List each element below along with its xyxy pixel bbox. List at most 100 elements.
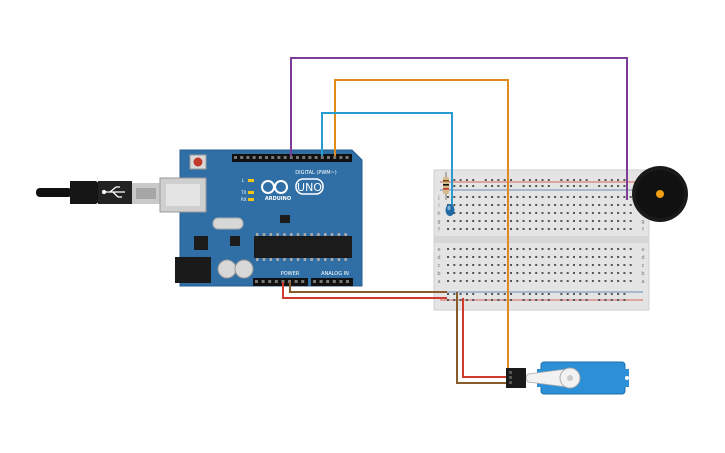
breadboard-hole [510, 179, 512, 181]
breadboard-hole [541, 196, 544, 198]
breadboard-hole [560, 264, 563, 266]
wire-purple[interactable] [290, 57, 628, 200]
breadboard-hole [447, 280, 449, 282]
breadboard-hole [453, 185, 456, 187]
breadboard-hole [547, 204, 550, 206]
arduino-uno-board[interactable]: UNO ARDUINO DIGITAL (PWM~) TX RX L POWER… [159, 149, 363, 287]
breadboard-hole [472, 293, 475, 295]
breadboard-hole [453, 272, 456, 274]
breadboard-hole [547, 272, 550, 274]
wire-red-servo[interactable] [462, 298, 508, 378]
breadboard-hole [516, 256, 519, 258]
breadboard-hole [459, 299, 462, 301]
breadboard-hole [447, 228, 449, 230]
header-pin [277, 156, 281, 159]
rx-label: RX [241, 197, 247, 202]
breadboard-hole [566, 179, 569, 181]
breadboard-hole [585, 228, 588, 230]
reset-button[interactable] [193, 157, 203, 167]
breadboard-hole [497, 264, 500, 266]
breadboard-hole [522, 280, 525, 282]
breadboard-hole [453, 293, 456, 295]
piezo-buzzer[interactable] [632, 166, 688, 222]
breadboard-hole [591, 212, 594, 214]
header-pin [326, 280, 330, 283]
breadboard-hole [447, 272, 449, 274]
breadboard-hole [465, 280, 468, 282]
servo-motor[interactable] [506, 361, 629, 395]
breadboard-hole [604, 256, 607, 258]
breadboard-hole [459, 293, 462, 295]
breadboard-hole [528, 196, 531, 198]
breadboard-hole [510, 248, 512, 250]
led[interactable] [445, 204, 455, 216]
breadboard-row-letter: d [437, 255, 440, 261]
header-pin [339, 156, 343, 159]
breadboard-hole [465, 256, 468, 258]
wire-blue[interactable] [321, 112, 453, 205]
breadboard-hole [573, 212, 575, 214]
breadboard-row-letter: c [438, 263, 441, 269]
breadboard-hole [528, 272, 531, 274]
chip-leg [324, 233, 327, 236]
breadboard-hole [491, 212, 494, 214]
breadboard-hole [573, 185, 575, 187]
breadboard-hole [623, 179, 626, 181]
breadboard-hole [579, 196, 582, 198]
chip-leg [317, 258, 320, 261]
breadboard-hole [617, 280, 620, 282]
breadboard-hole [472, 228, 475, 230]
breadboard-hole [573, 272, 575, 274]
header-pin [301, 280, 305, 283]
breadboard-hole [528, 280, 531, 282]
breadboard-hole [453, 228, 456, 230]
wire-brown-servo[interactable] [456, 292, 508, 384]
breadboard-hole [510, 264, 512, 266]
breadboard-hole [484, 293, 487, 295]
breadboard-hole [560, 212, 563, 214]
breadboard-hole [472, 204, 475, 206]
breadboard-hole [554, 196, 557, 198]
header-pin [308, 156, 312, 159]
breadboard-hole [465, 204, 468, 206]
breadboard-hole [478, 204, 481, 206]
wire-orange[interactable] [334, 79, 509, 372]
chip-leg [330, 258, 334, 261]
wire-brown-gnd[interactable] [289, 282, 447, 293]
breadboard-hole [522, 220, 525, 222]
wire-red-5v[interactable] [282, 282, 447, 299]
resistor[interactable] [443, 172, 449, 200]
header-pin [302, 156, 306, 159]
breadboard-hole [623, 256, 626, 258]
breadboard-hole [560, 299, 563, 301]
power-jack [175, 257, 211, 283]
breadboard-row-letter: d [641, 255, 644, 261]
header-pin [261, 280, 265, 283]
breadboard-hole [547, 299, 550, 301]
breadboard-hole [528, 293, 531, 295]
breadboard[interactable]: jjiihhggffeeddccbbaa [433, 169, 650, 311]
breadboard-hole [604, 212, 607, 214]
breadboard-hole [629, 256, 632, 258]
breadboard-hole [484, 256, 487, 258]
breadboard-hole [610, 196, 613, 198]
breadboard-hole [484, 272, 487, 274]
header-pin [265, 156, 268, 159]
breadboard-hole [573, 228, 575, 230]
breadboard-hole [547, 196, 550, 198]
breadboard-row-letter: a [641, 279, 644, 285]
breadboard-hole [465, 228, 468, 230]
breadboard-row-letter: a [437, 279, 440, 285]
breadboard-hole [591, 280, 594, 282]
breadboard-hole [598, 293, 601, 295]
breadboard-hole [478, 272, 481, 274]
breadboard-hole [629, 272, 632, 274]
breadboard-hole [598, 256, 601, 258]
breadboard-hole [503, 220, 506, 222]
breadboard-hole [617, 204, 620, 206]
header-pin [289, 156, 293, 159]
breadboard-hole [566, 228, 569, 230]
breadboard-hole [510, 280, 512, 282]
breadboard-hole [528, 228, 531, 230]
breadboard-hole [522, 248, 525, 250]
